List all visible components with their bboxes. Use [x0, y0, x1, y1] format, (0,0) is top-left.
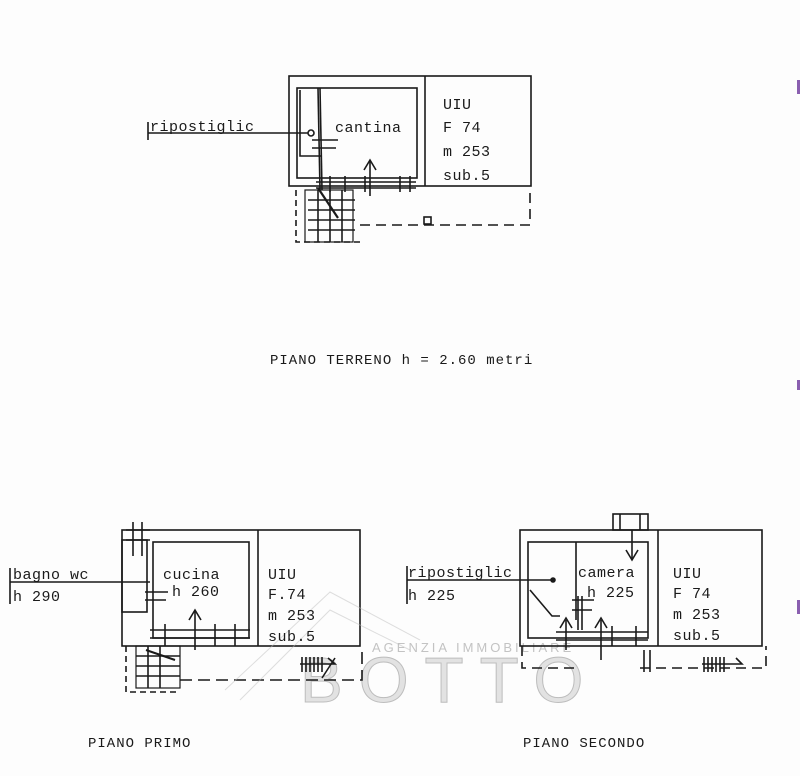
ground-floor-plan	[147, 75, 532, 243]
caption-piano-secondo: PIANO SECONDO	[523, 736, 646, 752]
unit-line: F 74	[443, 120, 482, 137]
label-camera-height: h 225	[587, 585, 635, 602]
scan-edge-mark	[797, 80, 800, 94]
first-floor-plan	[9, 522, 363, 693]
label-camera: camera	[578, 565, 636, 582]
unit-line: m 253	[443, 144, 491, 161]
unit-line: sub.5	[268, 629, 316, 646]
watermark-logo	[224, 591, 421, 701]
unit-line: F.74	[268, 587, 307, 604]
unit-line: UIU	[443, 97, 472, 114]
unit-line: m 253	[673, 607, 721, 624]
caption-piano-primo: PIANO PRIMO	[88, 736, 192, 752]
label-ripostiglio-ground: ripostiglic	[150, 119, 255, 136]
scan-edge-mark	[797, 600, 800, 614]
label-bagno: bagno wc	[13, 567, 90, 584]
label-cantina: cantina	[335, 120, 402, 137]
unit-line: sub.5	[443, 168, 491, 185]
unit-line: UIU	[673, 566, 702, 583]
unit-line: m 253	[268, 608, 316, 625]
label-cucina-height: h 260	[172, 584, 220, 601]
caption-piano-terreno: PIANO TERRENO h = 2.60 metri	[270, 353, 534, 369]
unit-line: sub.5	[673, 628, 721, 645]
unit-line: F 74	[673, 586, 712, 603]
second-floor-plan	[406, 513, 767, 672]
label-ripostiglio-height: h 225	[408, 588, 456, 605]
unit-line: UIU	[268, 567, 297, 584]
label-cucina: cucina	[163, 567, 221, 584]
label-bagno-height: h 290	[13, 589, 61, 606]
label-ripostiglio-second: ripostiglic	[408, 565, 513, 582]
scan-edge-mark	[797, 380, 800, 390]
